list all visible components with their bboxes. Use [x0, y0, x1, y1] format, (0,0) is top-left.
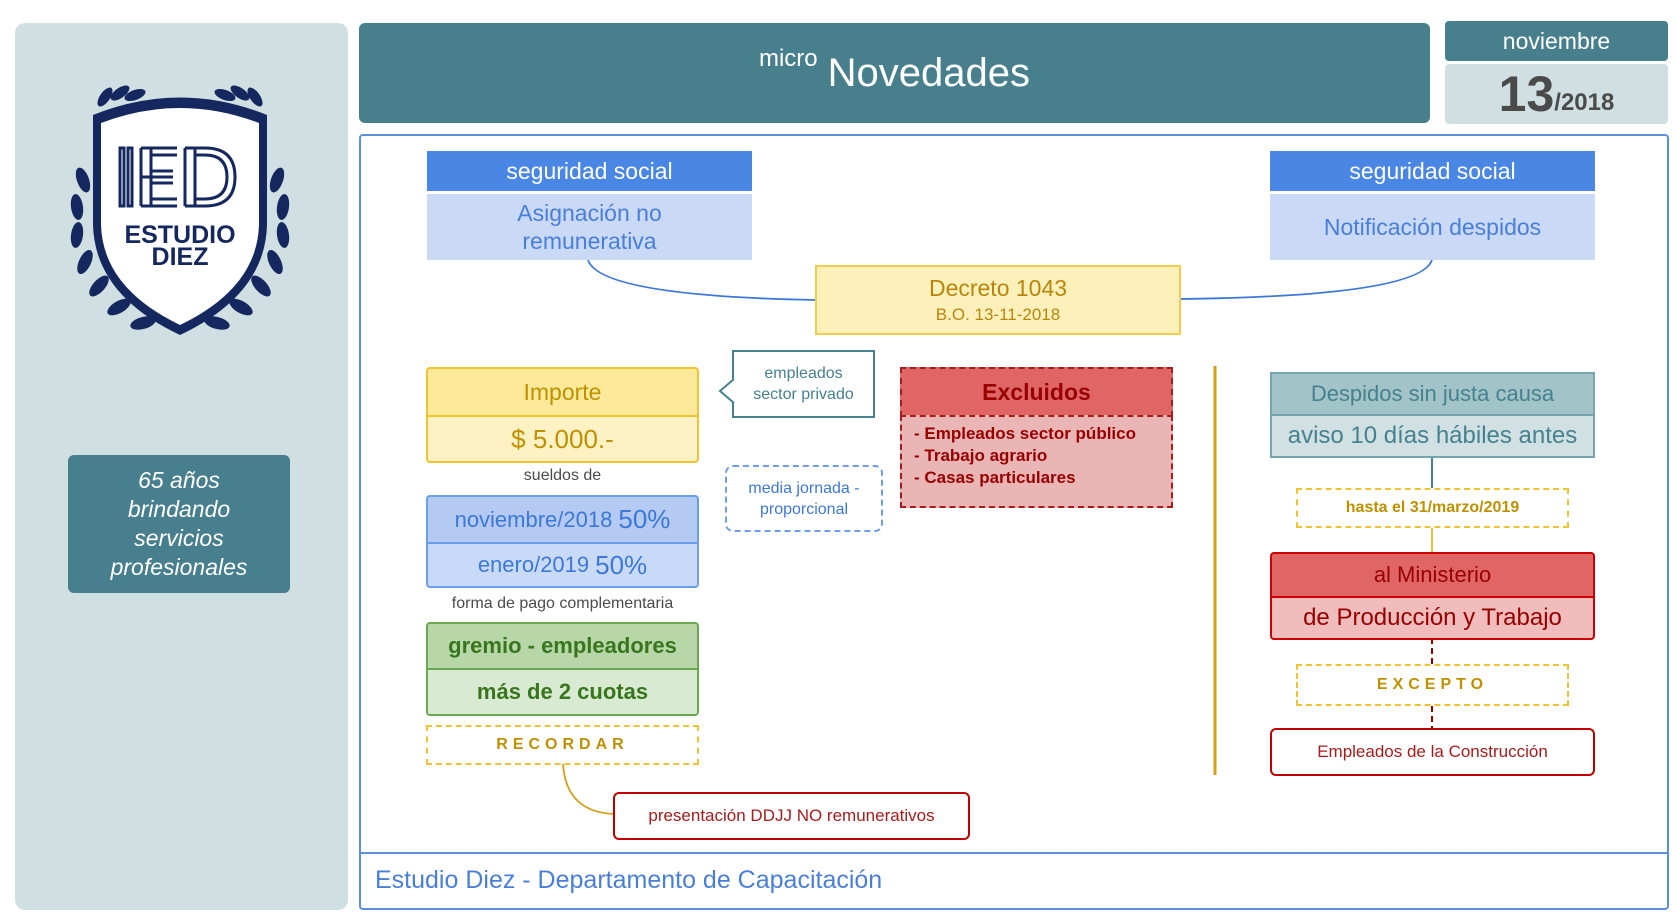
recordar-label: RECORDAR: [426, 725, 699, 765]
employees-note: empleados sector privado: [732, 350, 875, 418]
content-frame: [359, 134, 1669, 910]
header-prefix: micro: [758, 45, 818, 72]
ministerio-head: al Ministerio: [1270, 552, 1595, 598]
decree-box: Decreto 1043 B.O. 13-11-2018: [815, 265, 1181, 335]
construccion-note: Empleados de la Construcción: [1270, 728, 1595, 776]
tagline-line: servicios: [134, 525, 224, 551]
excluidos-list: - Empleados sector público - Trabajo agr…: [900, 415, 1173, 508]
page-header: micro Novedades: [359, 23, 1430, 123]
list-item: - Trabajo agrario: [914, 446, 1048, 465]
payment-percent: 50%: [595, 549, 648, 580]
logo-line2: DIEZ: [152, 243, 209, 271]
date-year: /2018: [1554, 89, 1615, 116]
ministerio-body: de Producción y Trabajo: [1270, 596, 1595, 640]
list-item: - Empleados sector público: [914, 424, 1136, 443]
excluidos-head: Excluidos: [900, 367, 1173, 417]
half-time-line: media jornada -: [748, 479, 860, 497]
gremio-body: más de 2 cuotas: [426, 668, 699, 716]
right-card-label: seguridad social: [1270, 151, 1595, 191]
decree-subtitle: B.O. 13-11-2018: [935, 305, 1061, 324]
employees-note-line: sector privado: [753, 386, 854, 403]
logo-line1: ESTUDIO: [124, 221, 235, 249]
callout-pointer: [718, 378, 735, 404]
date-day: 13: [1498, 66, 1555, 122]
deadline-label: hasta el 31/marzo/2019: [1296, 488, 1569, 528]
payment-period: noviembre/2018: [454, 506, 613, 532]
excepto-label: EXCEPTO: [1296, 664, 1569, 706]
despidos-head: Despidos sin justa causa: [1270, 372, 1595, 416]
list-item: - Casas particulares: [914, 468, 1076, 487]
gremio-head: gremio - empleadores: [426, 622, 699, 670]
tagline-line: profesionales: [110, 554, 248, 580]
date-box: 13 /2018: [1445, 64, 1668, 124]
half-time-line: proporcional: [759, 500, 849, 518]
tagline-badge: 65 años brindando servicios profesionale…: [68, 455, 290, 593]
right-card-title: Notificación despidos: [1270, 194, 1595, 260]
payment-form-label: forma de pago complementaria: [451, 595, 674, 612]
footer-text: Estudio Diez - Departamento de Capacitac…: [375, 865, 883, 894]
footer-divider: [361, 852, 1667, 854]
importe-head: Importe: [426, 367, 699, 417]
payment-row: noviembre/2018 50%: [426, 495, 699, 544]
payment-period: enero/2019: [477, 552, 590, 577]
half-time-note: media jornada - proporcional: [725, 465, 883, 532]
page-title: Novedades: [827, 50, 1031, 95]
date-month: noviembre: [1445, 21, 1668, 61]
decree-title: Decreto 1043: [928, 275, 1068, 301]
estudio-diez-logo: ESTUDIO DIEZ: [70, 85, 290, 335]
ddjj-note: presentación DDJJ NO remunerativos: [613, 792, 970, 840]
tagline-line: brindando: [127, 496, 231, 522]
sueldos-label: sueldos de: [523, 467, 602, 484]
employees-note-line: empleados: [764, 365, 843, 382]
left-card-title: Asignación no remunerativa: [427, 194, 752, 260]
tagline-line: 65 años: [138, 467, 220, 493]
payment-row: enero/2019 50%: [426, 542, 699, 588]
payment-percent: 50%: [618, 504, 671, 534]
left-card-label: seguridad social: [427, 151, 752, 191]
despidos-body: aviso 10 días hábiles antes: [1270, 414, 1595, 458]
importe-value: $ 5.000.-: [426, 415, 699, 463]
